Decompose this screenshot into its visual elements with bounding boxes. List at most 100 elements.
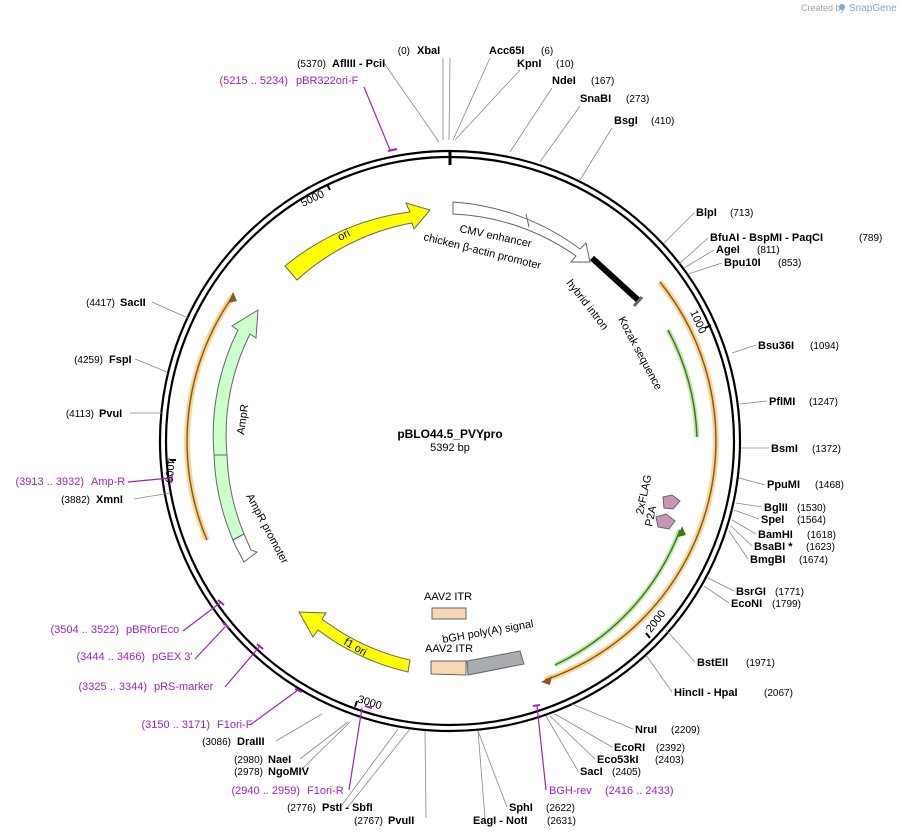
site-pos: (789) xyxy=(859,233,882,244)
site-label: EcoNI xyxy=(731,598,762,610)
orf-arc xyxy=(544,281,717,681)
site-sacii: (4417) SacII xyxy=(86,297,146,309)
site-xbai: (0) XbaI xyxy=(398,45,440,57)
backbone-ticks xyxy=(170,183,712,708)
site-label: XbaI xyxy=(417,45,440,57)
site-label: Eco53kI xyxy=(597,754,639,766)
site-pos: (1468) xyxy=(815,480,844,491)
primer-label: F1ori-R xyxy=(307,785,344,797)
leader-line xyxy=(151,301,189,319)
site-bamhi: BamHI (1618) xyxy=(758,529,836,541)
orf-inner-arc-1 xyxy=(667,329,698,438)
site-pos: (2622) xyxy=(546,803,575,814)
site-pos: (1771) xyxy=(775,587,804,598)
primer-label: Amp-R xyxy=(91,476,125,488)
site-ppumi: PpuMI (1468) xyxy=(767,479,844,491)
leader-line xyxy=(454,69,521,141)
cmv-promoter-arrow xyxy=(452,201,591,263)
orf-inner-arc-2 xyxy=(554,529,681,666)
primer-range: (3913 .. 3932) xyxy=(16,476,85,488)
kozak-marker xyxy=(632,296,644,307)
ori-arrow xyxy=(284,202,431,281)
leader-line xyxy=(448,57,451,141)
primer-pbr322ori-f: (5215 .. 5234) pBR322ori-F xyxy=(220,75,359,87)
site-pos: (6) xyxy=(541,46,553,57)
leader-line xyxy=(554,713,613,748)
site-pos: (4259) xyxy=(74,355,103,366)
leader-line xyxy=(383,62,440,143)
site-pflmi: PflMI (1247) xyxy=(769,396,838,408)
leader-line xyxy=(678,237,709,265)
site-pos: (4417) xyxy=(86,298,115,309)
site-label: BfuAI - BspMI - PaqCI xyxy=(710,232,823,244)
site-sphi: SphI (2622) xyxy=(509,802,575,814)
feature-bgh-polya: bGH poly(A) signal xyxy=(441,618,534,646)
site-ecori: EcoRI (2392) xyxy=(614,742,685,754)
ampr-orf-arc xyxy=(186,295,234,541)
site-pos: (1618) xyxy=(807,530,836,541)
feature-aav2-itr-lower: AAV2 ITR xyxy=(425,643,473,655)
site-label: BsrGI xyxy=(736,586,766,598)
site-label: PpuMI xyxy=(767,479,800,491)
primer-range: (2940 .. 2959) xyxy=(232,785,301,797)
credit-brand: SnapGene xyxy=(849,3,897,14)
site-econi: EcoNI (1799) xyxy=(731,598,801,610)
leader-line xyxy=(738,477,766,486)
leader-line xyxy=(733,509,760,520)
site-label: SacI xyxy=(580,766,603,778)
site-label: BglII xyxy=(764,502,788,514)
site-label: PflMI xyxy=(769,396,795,408)
site-pvuii: (2767) PvuII xyxy=(354,815,414,827)
leader-line xyxy=(730,525,753,547)
site-bsrgi: BsrGI (1771) xyxy=(736,586,804,598)
site-label: NruI xyxy=(635,724,657,736)
site-bmgbi: BmgBI (1674) xyxy=(750,554,828,566)
site-kpni: KpnI (10) xyxy=(517,58,574,70)
site-pos: (2980) xyxy=(234,755,263,766)
leader-line xyxy=(224,645,261,688)
primer-amp-r: (3913 .. 3932) Amp-R xyxy=(16,476,126,488)
site-pos: (1372) xyxy=(812,444,841,455)
site-label: SpeI xyxy=(761,514,784,526)
site-label: KpnI xyxy=(517,58,541,70)
site-ngomiv: (2978) NgoMIV xyxy=(234,766,310,778)
site-label: BsgI xyxy=(614,115,638,127)
site-label: PvuII xyxy=(388,815,414,827)
site-label: BamHI xyxy=(758,529,793,541)
leader-line xyxy=(549,715,596,760)
leader-line xyxy=(539,105,581,163)
site-pos: (1971) xyxy=(746,658,775,669)
site-bsmi: BsmI (1372) xyxy=(771,443,841,455)
site-pos: (1799) xyxy=(772,599,801,610)
tag-2xflag-shape xyxy=(662,494,681,510)
site-fspi: (4259) FspI xyxy=(74,354,132,366)
site-eagi-noti: EagI - NotI (2631) xyxy=(473,815,576,827)
site-pos: (1094) xyxy=(810,341,839,352)
plasmid-name: pBLO44.5_PVYpro xyxy=(397,427,502,441)
site-snabi: SnaBI (273) xyxy=(580,93,649,105)
site-pos: (1564) xyxy=(797,515,826,526)
primer-label: pBRforEco xyxy=(126,624,179,636)
primer-label: F1ori-F xyxy=(217,719,253,731)
leader-line xyxy=(452,57,491,141)
snapgene-logo-icon xyxy=(839,4,845,10)
site-psti-sbfi: (2776) PstI - SbfI xyxy=(287,802,373,814)
site-pos: (4113) xyxy=(66,409,94,420)
leader-line xyxy=(683,249,715,269)
site-label: BsaBI * xyxy=(754,541,793,553)
site-bglii: BglII (1530) xyxy=(764,502,826,514)
site-pos: (0) xyxy=(398,46,410,57)
hybrid-intron-bar xyxy=(589,255,641,303)
site-label: NaeI xyxy=(268,754,291,766)
feature-aav2-itr-upper: AAV2 ITR xyxy=(424,591,472,603)
site-label: EagI - NotI xyxy=(473,815,527,827)
feature-p2a: P2A xyxy=(643,504,659,527)
site-label: BmgBI xyxy=(750,554,785,566)
primer-label: pRS-marker xyxy=(154,681,214,693)
leader-line xyxy=(687,262,723,275)
ampr-promoter-arrow xyxy=(232,533,259,563)
feature-ori: ori xyxy=(336,227,352,243)
primer-f1ori-f: (3150 .. 3171) F1ori-F xyxy=(142,719,253,731)
site-label: SacII xyxy=(120,297,146,309)
